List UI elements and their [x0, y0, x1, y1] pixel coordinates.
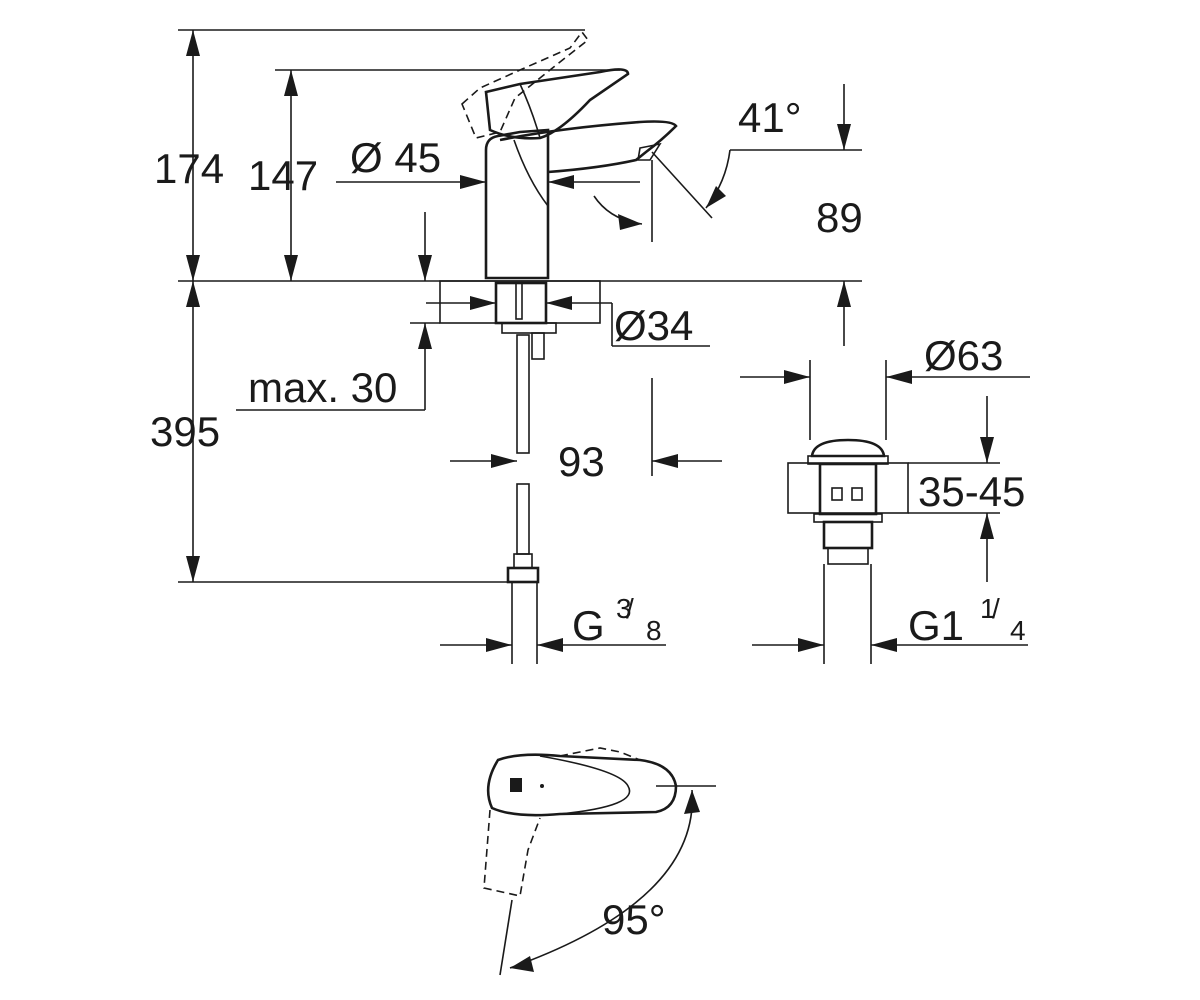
dim-g114-label: G1: [908, 602, 964, 649]
dim-63-label: Ø63: [924, 332, 1003, 379]
dim-g114-slash: /: [992, 593, 1000, 624]
dim-395-label: 395: [150, 408, 220, 455]
supply-hose: [506, 334, 540, 664]
dim-g38-slash: /: [626, 593, 634, 624]
dim-41-label: 41°: [738, 94, 802, 141]
deck-reference-lines: [178, 280, 862, 583]
dimension-labels: 174 147 Ø 45 41° 89 Ø34 Ø63 max. 30 395 …: [150, 94, 1026, 943]
deck-section: [439, 280, 601, 360]
dim-45-label: Ø 45: [350, 134, 441, 181]
dim-147-label: 147: [248, 152, 318, 199]
pop-up-waste: [787, 360, 909, 664]
faucet-side-view: [461, 30, 678, 280]
dim-g38-label: G: [572, 602, 605, 649]
dim-95-label: 95°: [602, 896, 666, 943]
dim-35-45-label: 35-45: [918, 468, 1025, 515]
dim-max30-label: max. 30: [248, 364, 397, 411]
dim-g114-denominator: 4: [1010, 615, 1026, 646]
dim-34-label: Ø34: [614, 302, 693, 349]
dim-93-label: 93: [558, 438, 605, 485]
dim-89-label: 89: [816, 194, 863, 241]
dim-g38-denominator: 8: [646, 615, 662, 646]
dim-g114-numerator: 1: [980, 593, 996, 624]
dimension-lines: [178, 29, 1030, 652]
dim-174-label: 174: [154, 145, 224, 192]
faucet-top-view: [483, 747, 716, 976]
dim-g38-numerator: 3: [616, 593, 632, 624]
